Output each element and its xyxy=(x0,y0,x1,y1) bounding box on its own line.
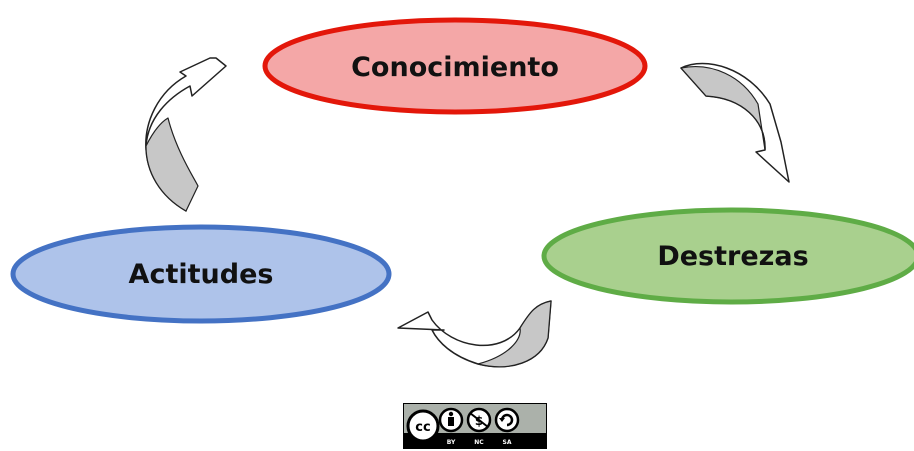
node-conocimiento-ellipse xyxy=(262,17,648,115)
node-actitudes-ellipse xyxy=(10,224,392,324)
node-conocimiento-label: Conocimiento xyxy=(351,52,559,83)
license-caption-by: BY xyxy=(447,439,456,446)
attribution-icon xyxy=(438,407,464,433)
license-badge: cc $ BY NC SA xyxy=(403,403,547,449)
edge-conocimiento-to-destrezas xyxy=(680,62,790,183)
node-actitudes: Actitudes xyxy=(10,224,392,324)
node-destrezas: Destrezas xyxy=(541,207,914,305)
svg-text:cc: cc xyxy=(415,420,430,435)
noncommercial-icon: $ xyxy=(466,407,492,433)
badge-footer xyxy=(404,433,546,448)
license-caption-sa: SA xyxy=(503,439,512,446)
curved-arrow-shade xyxy=(145,117,199,212)
sharealike-icon xyxy=(494,407,520,433)
creative-commons-icon: cc xyxy=(406,409,440,443)
node-destrezas-label: Destrezas xyxy=(657,241,808,272)
curved-arrow-shade xyxy=(477,300,552,368)
node-destrezas-ellipse xyxy=(541,207,914,305)
license-caption-nc: NC xyxy=(474,439,484,446)
node-actitudes-label: Actitudes xyxy=(129,259,274,290)
edge-destrezas-to-actitudes xyxy=(397,300,552,368)
edge-actitudes-to-conocimiento xyxy=(145,57,227,212)
node-conocimiento: Conocimiento xyxy=(262,17,648,115)
curved-arrow-shade xyxy=(680,66,766,151)
